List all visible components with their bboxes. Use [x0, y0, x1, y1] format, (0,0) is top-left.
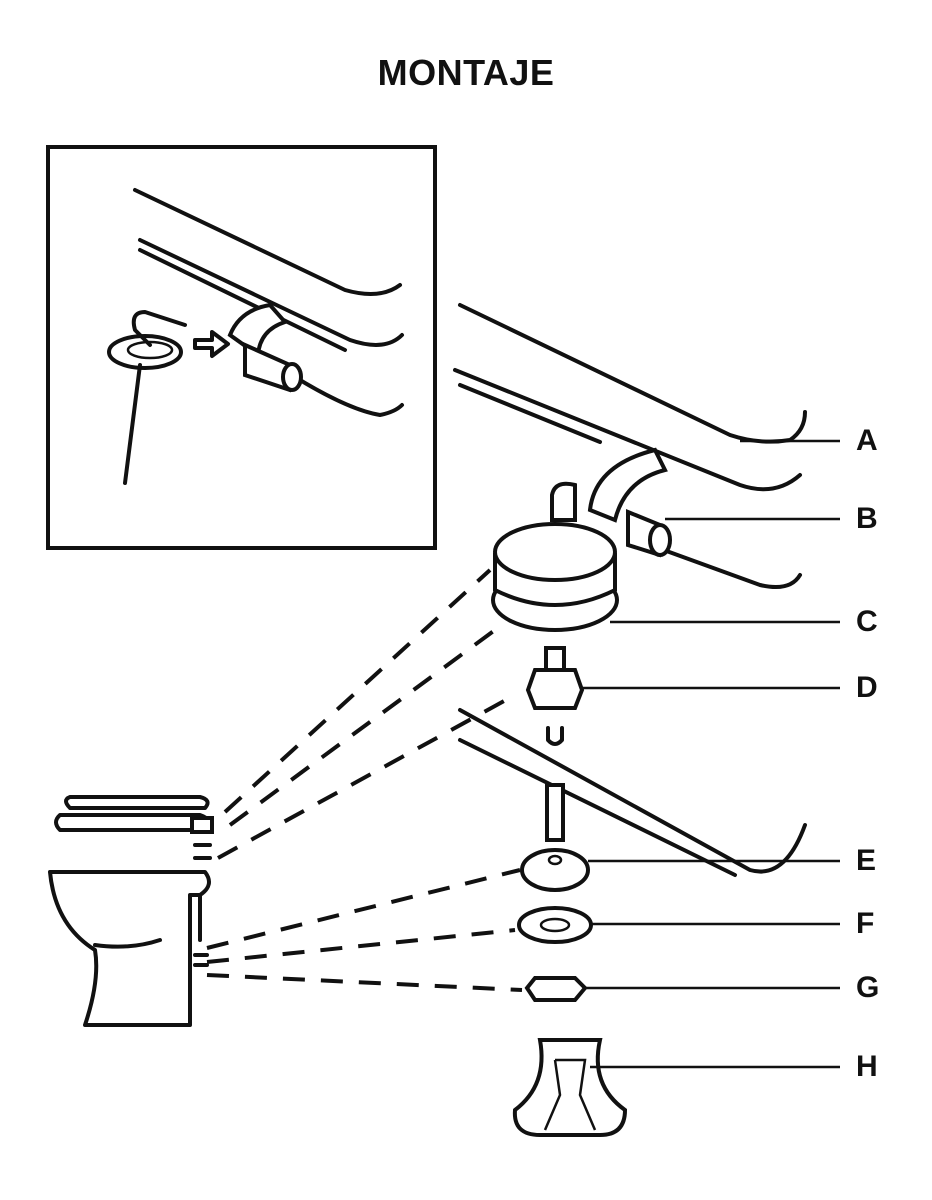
- page-title: MONTAJE: [377, 52, 555, 93]
- arrow-icon: [193, 330, 230, 358]
- part-h-cover: [512, 1038, 628, 1137]
- part-f-washer: [517, 906, 593, 944]
- part-e-washer: [520, 848, 590, 892]
- toilet-illustration: [48, 795, 214, 1027]
- label-g: G: [856, 971, 880, 1004]
- label-c: C: [856, 605, 878, 638]
- label-f: F: [856, 907, 875, 940]
- label-d: D: [856, 671, 878, 704]
- part-c-cap: [491, 522, 619, 632]
- leader-lines: [580, 439, 840, 1069]
- label-b: B: [856, 502, 878, 535]
- label-h: H: [856, 1050, 878, 1083]
- inset-detail: [46, 145, 437, 550]
- hinge-cylinder: [227, 302, 303, 393]
- part-g-hex-nut: [524, 976, 588, 1002]
- label-a: A: [856, 424, 878, 457]
- allen-key: [107, 310, 187, 485]
- dashed-guides: [206, 568, 523, 992]
- label-e: E: [856, 844, 877, 877]
- part-d-nut: [525, 646, 585, 842]
- part-b-hinge: [550, 447, 672, 558]
